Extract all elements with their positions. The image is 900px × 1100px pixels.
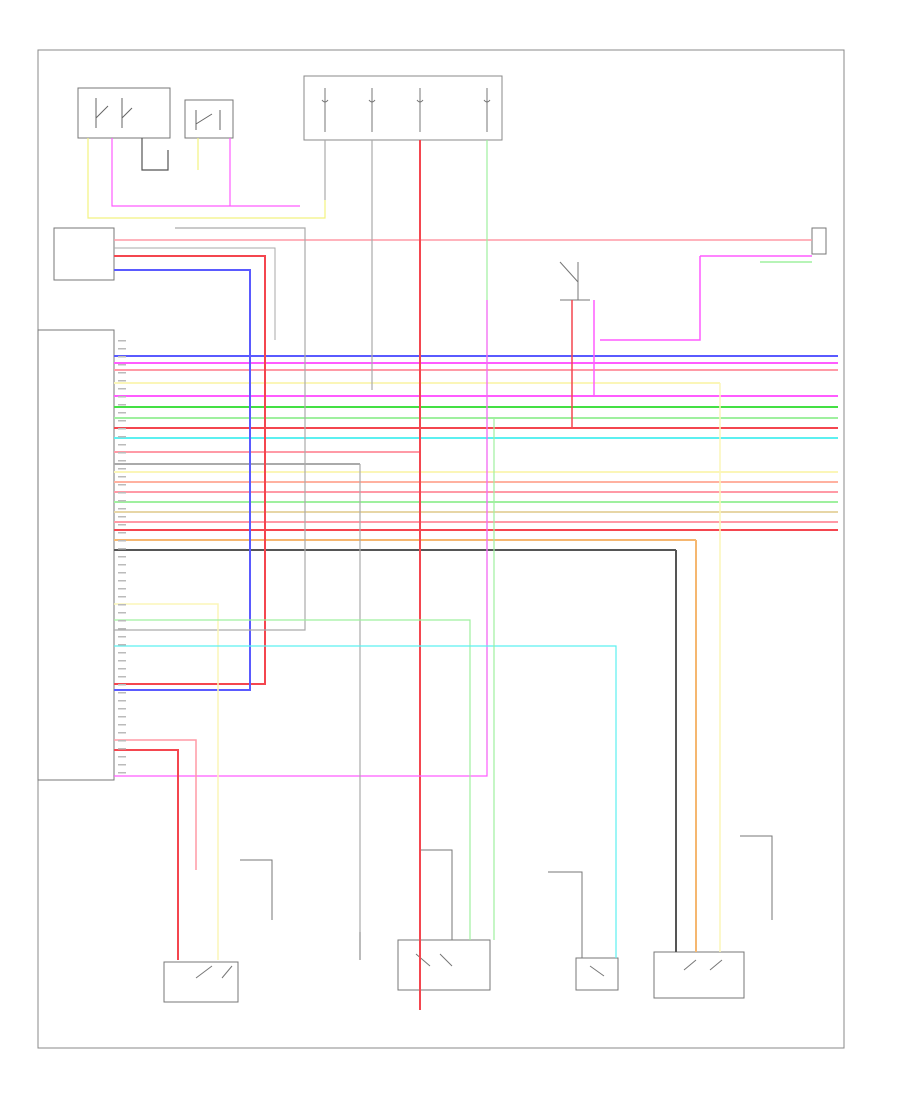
pin-mark bbox=[118, 452, 126, 454]
pin-mark bbox=[118, 556, 126, 558]
pin-mark bbox=[118, 620, 126, 622]
pin-mark bbox=[118, 356, 126, 358]
pin-mark bbox=[118, 636, 126, 638]
low-wire-2 bbox=[114, 749, 179, 960]
pin-mark bbox=[118, 716, 126, 718]
drv-wire-6 bbox=[114, 227, 306, 631]
pin-mark bbox=[118, 748, 126, 750]
pin-mark bbox=[118, 428, 126, 430]
pin-mark bbox=[118, 580, 126, 582]
label-marks bbox=[118, 340, 126, 774]
pin-mark bbox=[118, 372, 126, 374]
pin-mark bbox=[118, 540, 126, 542]
pin-mark bbox=[118, 444, 126, 446]
drv-wire-1 bbox=[87, 138, 326, 219]
pin-mark bbox=[118, 660, 126, 662]
pin-mark bbox=[118, 692, 126, 694]
pin-mark bbox=[118, 404, 126, 406]
pin-mark bbox=[118, 380, 126, 382]
wire-group bbox=[87, 138, 838, 1010]
pin-mark bbox=[118, 484, 126, 486]
pin-mark bbox=[118, 348, 126, 350]
combination-meter bbox=[53, 227, 115, 281]
passenger-power-window-switch bbox=[163, 859, 273, 1003]
pin-mark bbox=[118, 772, 126, 774]
pin-mark bbox=[118, 492, 126, 494]
body-control-module bbox=[37, 329, 115, 781]
pin-mark bbox=[118, 508, 126, 510]
low-wire-6 bbox=[114, 645, 617, 958]
fuse-icon bbox=[321, 88, 491, 132]
door-switch bbox=[397, 849, 491, 991]
pin-mark bbox=[118, 388, 126, 390]
pin-mark bbox=[118, 612, 126, 614]
pin-mark bbox=[118, 764, 126, 766]
pin-mark bbox=[118, 564, 126, 566]
pin-mark bbox=[118, 412, 126, 414]
pin-mark bbox=[118, 732, 126, 734]
pin-mark bbox=[118, 588, 126, 590]
driver-power-window-switch bbox=[77, 87, 234, 139]
pin-mark bbox=[118, 604, 126, 606]
low-wire-3 bbox=[114, 603, 219, 960]
rear-passenger-switch bbox=[653, 835, 773, 999]
low-wire-1 bbox=[114, 739, 197, 870]
fuse-wire-5 bbox=[114, 300, 488, 777]
pin-mark bbox=[118, 628, 126, 630]
pin-mark bbox=[118, 436, 126, 438]
connector-right-top bbox=[811, 227, 827, 255]
pin-mark bbox=[118, 548, 126, 550]
pin-mark bbox=[118, 676, 126, 678]
low-wire-5 bbox=[114, 619, 471, 940]
pin-mark bbox=[118, 460, 126, 462]
pin-mark bbox=[118, 468, 126, 470]
pin-mark bbox=[118, 756, 126, 758]
pin-mark bbox=[118, 516, 126, 518]
pin-mark bbox=[118, 364, 126, 366]
right-wire-2 bbox=[600, 256, 701, 341]
switch-icon bbox=[95, 98, 221, 130]
pin-mark bbox=[118, 532, 126, 534]
rear-door-switch bbox=[548, 871, 619, 991]
drv-wire-3 bbox=[141, 138, 169, 171]
pin-mark bbox=[118, 572, 126, 574]
pin-mark bbox=[118, 652, 126, 654]
pin-mark bbox=[118, 500, 126, 502]
pin-mark bbox=[118, 596, 126, 598]
pin-mark bbox=[118, 476, 126, 478]
pin-mark bbox=[118, 724, 126, 726]
pin-mark bbox=[118, 524, 126, 526]
drv-wire-2 bbox=[111, 138, 300, 207]
pin-mark bbox=[118, 396, 126, 398]
pin-mark bbox=[118, 700, 126, 702]
pin-mark bbox=[118, 668, 126, 670]
pin-mark bbox=[118, 644, 126, 646]
meter-wire-blue bbox=[114, 269, 251, 691]
door-lock-switch bbox=[559, 261, 590, 301]
pin-mark bbox=[118, 340, 126, 342]
pin-mark bbox=[118, 684, 126, 686]
pin-mark bbox=[118, 708, 126, 710]
meter-wire-gray bbox=[114, 247, 276, 340]
meter-wire-red bbox=[114, 255, 266, 685]
pin-mark bbox=[118, 420, 126, 422]
pin-mark bbox=[118, 740, 126, 742]
fuse-block bbox=[303, 75, 503, 141]
